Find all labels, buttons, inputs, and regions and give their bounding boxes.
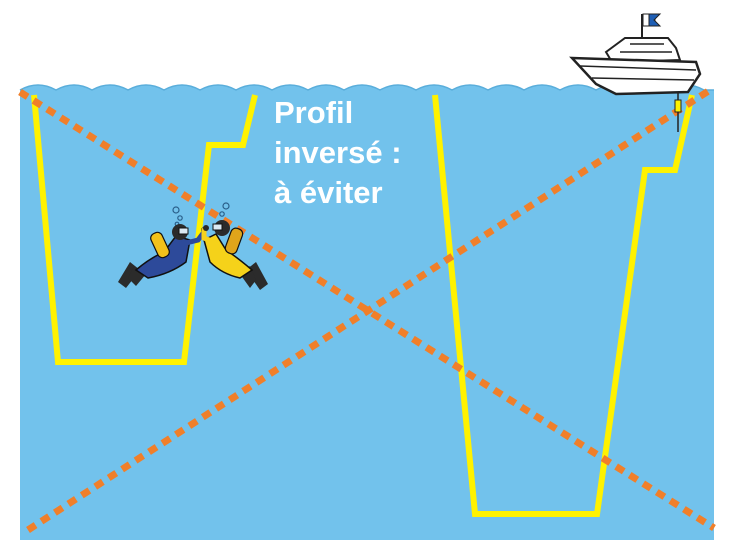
cross-line-descending bbox=[18, 89, 716, 531]
inverted-dive-profile bbox=[31, 94, 258, 365]
water-surface-line bbox=[19, 84, 714, 91]
scuba-diver-icon-left bbox=[118, 206, 207, 288]
diving-flag-icon bbox=[642, 13, 662, 27]
dive-boat-icon bbox=[569, 13, 702, 132]
correct-dive-profile bbox=[432, 94, 695, 517]
title-line-1: Profil bbox=[274, 95, 353, 130]
cross-line-ascending bbox=[26, 87, 712, 533]
title-line-2: inversé : bbox=[274, 135, 402, 170]
scuba-diver-icon-right bbox=[201, 202, 268, 290]
title-line-3: à éviter bbox=[274, 175, 383, 210]
diagram-title: Profil inversé : à éviter bbox=[274, 95, 410, 210]
